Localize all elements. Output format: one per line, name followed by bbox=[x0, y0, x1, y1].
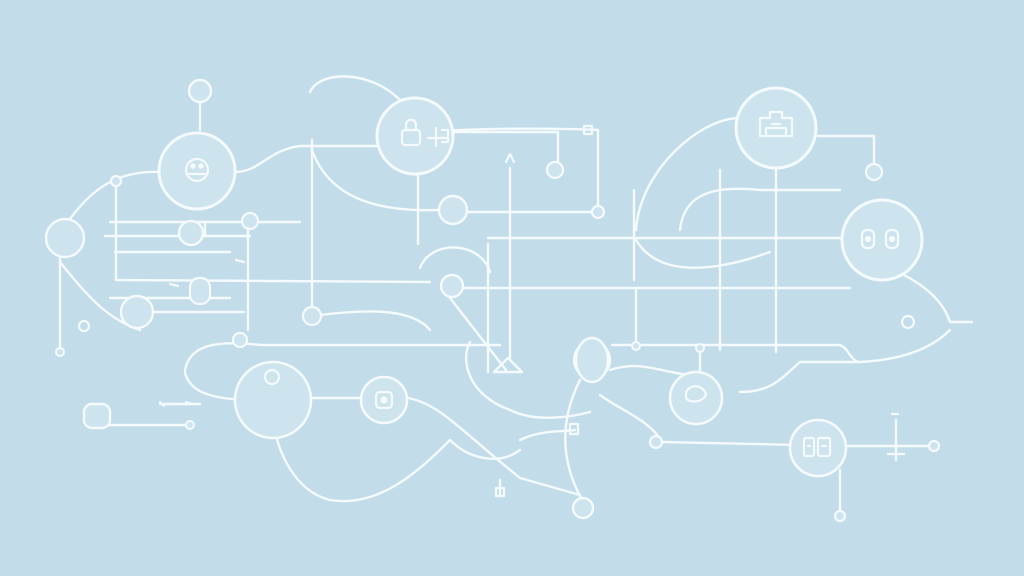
connector-line bbox=[608, 364, 692, 377]
connector-line bbox=[406, 396, 582, 497]
connector-line bbox=[310, 148, 442, 212]
connector-line bbox=[63, 170, 164, 228]
node-icons bbox=[77, 110, 916, 498]
connector-line bbox=[308, 75, 402, 102]
node-bottom-small bbox=[571, 496, 595, 520]
node-small-b bbox=[301, 305, 323, 327]
node-left-ring bbox=[233, 360, 313, 440]
node-tiny-3 bbox=[185, 420, 195, 430]
connector-line bbox=[634, 116, 742, 232]
node-tiny-2 bbox=[695, 343, 705, 353]
node-center-oval bbox=[574, 336, 610, 384]
device-icon bbox=[802, 436, 832, 458]
node-small-left-c bbox=[231, 331, 249, 349]
lock-icon bbox=[400, 118, 450, 148]
connector-line bbox=[418, 246, 492, 274]
node-robot-right bbox=[840, 198, 924, 282]
node-left-ring-dot bbox=[263, 368, 281, 386]
connection-lines bbox=[58, 75, 974, 514]
node-bottom-right-end bbox=[927, 439, 941, 453]
connector-line bbox=[233, 144, 380, 174]
node-right-small bbox=[864, 162, 884, 182]
connector-line bbox=[464, 340, 592, 419]
node-bottom-right-tail bbox=[833, 509, 847, 523]
node-tiny-4 bbox=[55, 347, 65, 357]
connector-line bbox=[310, 310, 432, 332]
node-center-upper bbox=[437, 194, 469, 226]
node-face-left bbox=[157, 131, 237, 211]
connector-line bbox=[450, 130, 560, 167]
node-bottom-center bbox=[648, 434, 664, 450]
connector-line bbox=[492, 356, 524, 374]
connector-line bbox=[268, 388, 522, 503]
node-left-mid bbox=[177, 219, 205, 247]
node-lock-top bbox=[375, 96, 455, 176]
face-icon bbox=[184, 157, 210, 183]
node-small-a bbox=[240, 211, 260, 231]
robot-icon bbox=[860, 228, 900, 250]
connector-line bbox=[114, 180, 432, 284]
connector-line bbox=[448, 296, 508, 372]
node-left-lower bbox=[119, 294, 155, 330]
connector-line bbox=[816, 134, 876, 170]
building-icon bbox=[758, 110, 794, 138]
node-bottom-left-square bbox=[82, 402, 112, 430]
connector-line bbox=[678, 187, 842, 232]
node-right-lower bbox=[668, 370, 724, 426]
connector-line bbox=[634, 238, 772, 269]
chip-icon bbox=[374, 390, 394, 410]
node-top-left-pin bbox=[187, 78, 213, 104]
pin-icon bbox=[77, 124, 916, 498]
node-tiny-1 bbox=[631, 341, 641, 351]
connector-line bbox=[183, 342, 502, 372]
node-left-small bbox=[109, 174, 123, 188]
node-dot-pin-b bbox=[590, 204, 606, 220]
connector-line bbox=[836, 343, 862, 364]
node-left-pill bbox=[188, 276, 212, 306]
node-dot-pin-a bbox=[545, 160, 565, 180]
connector-line bbox=[564, 378, 584, 502]
node-far-left bbox=[44, 217, 86, 259]
connector-line bbox=[660, 440, 800, 447]
node-center bbox=[439, 273, 465, 299]
